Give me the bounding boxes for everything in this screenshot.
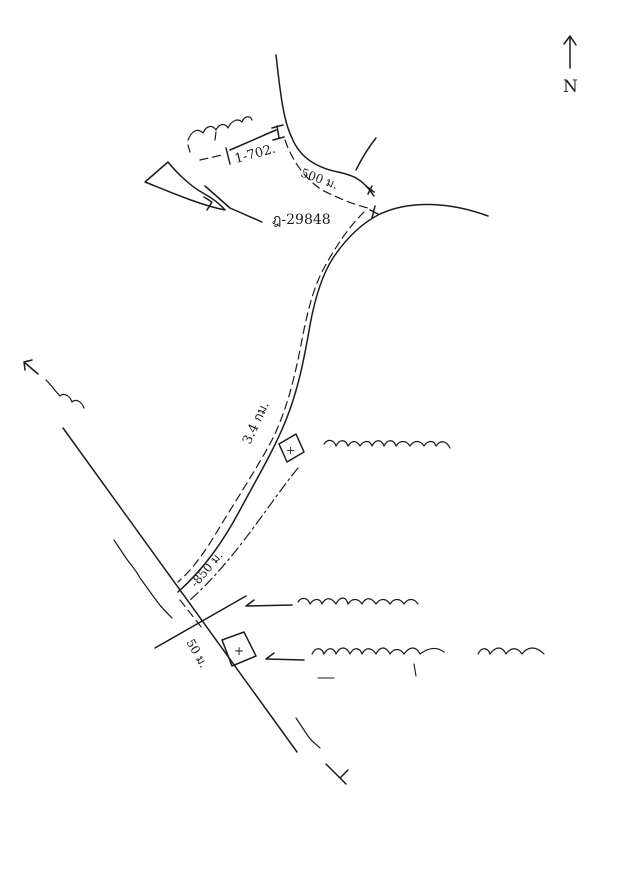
school-marker-symbol: + [286,444,295,457]
scrawl-bottom [295,717,321,749]
north-arrow-icon [563,35,577,69]
dotted-top-curve [284,139,369,209]
underline-mark [317,663,417,679]
highway-diagonal [62,427,298,753]
scrawl-pointer-top-label [297,597,419,605]
school-marker: + [278,433,305,463]
pointer-arrow-bottom-icon [265,652,305,661]
scrawl-top-left [187,116,253,153]
scrawl-pointer-bottom-label [311,647,545,655]
distance-junction: 50 ม. [183,637,211,671]
distance-middle: 3.4 กม. [240,399,273,446]
pointer-arrow-top-icon [245,599,293,607]
road-top-curve [275,54,375,197]
top-dimension: 1-702. [199,124,285,167]
bottom-arrow-icon [325,763,349,785]
building-marker-symbol: + [234,644,244,658]
main-road-solid [177,203,489,593]
scrawl-school-label [323,439,451,449]
scrawl-highway-side [113,539,173,619]
wedge-arrow-icon [203,196,213,211]
north-label: N [563,77,578,97]
main-road-dashed [177,211,365,583]
road-code: ฎ-29848 [272,212,331,228]
scrawl-highway-top [45,379,85,409]
junction-mark-icon [365,185,379,219]
village-wedge [144,161,226,211]
building-marker: + [221,631,257,667]
wedge-road-line [204,185,263,223]
cross-road [154,595,247,649]
lower-dash-dot [189,467,299,601]
highway-top-arrow-icon [23,359,39,375]
cross-road-dashed [179,599,203,629]
road-top-right-stub [355,137,377,171]
north-arrow: N [563,35,578,97]
